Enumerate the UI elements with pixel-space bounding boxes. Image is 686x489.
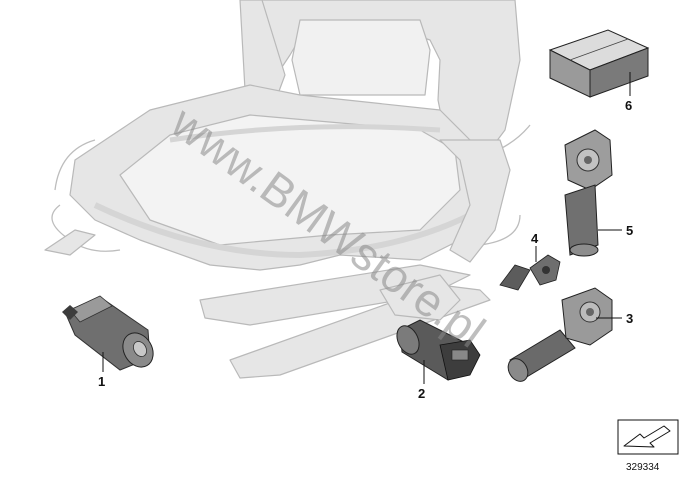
side-member-right bbox=[439, 139, 511, 263]
callout-3: 3 bbox=[626, 311, 633, 326]
seat-pan-inner bbox=[119, 114, 461, 246]
arrow-icon bbox=[623, 425, 671, 448]
cross-tube-rear bbox=[169, 124, 441, 143]
height-adjuster-bracket bbox=[379, 274, 461, 321]
callout-6: 6 bbox=[625, 98, 632, 113]
part-1-motor bbox=[62, 295, 154, 371]
part-number: 329334 bbox=[626, 462, 660, 473]
backrest-inner bbox=[291, 19, 431, 96]
part-5-gear-motor bbox=[564, 129, 613, 257]
callout-5: 5 bbox=[626, 223, 633, 238]
part-number-box: 329334 bbox=[617, 419, 679, 473]
seat-frame bbox=[44, 0, 531, 379]
part-2-motor bbox=[396, 319, 481, 381]
leader-lines bbox=[102, 72, 631, 384]
backrest-frame bbox=[247, 0, 521, 151]
part-6-box bbox=[548, 29, 650, 98]
callout-1: 1 bbox=[98, 374, 105, 389]
cross-tube-front bbox=[93, 202, 472, 258]
part-4-sensor bbox=[499, 254, 561, 291]
part-3-gear-motor bbox=[507, 287, 613, 382]
seat-rail-left bbox=[44, 229, 96, 256]
callout-4: 4 bbox=[531, 231, 539, 246]
callout-2: 2 bbox=[418, 386, 425, 401]
